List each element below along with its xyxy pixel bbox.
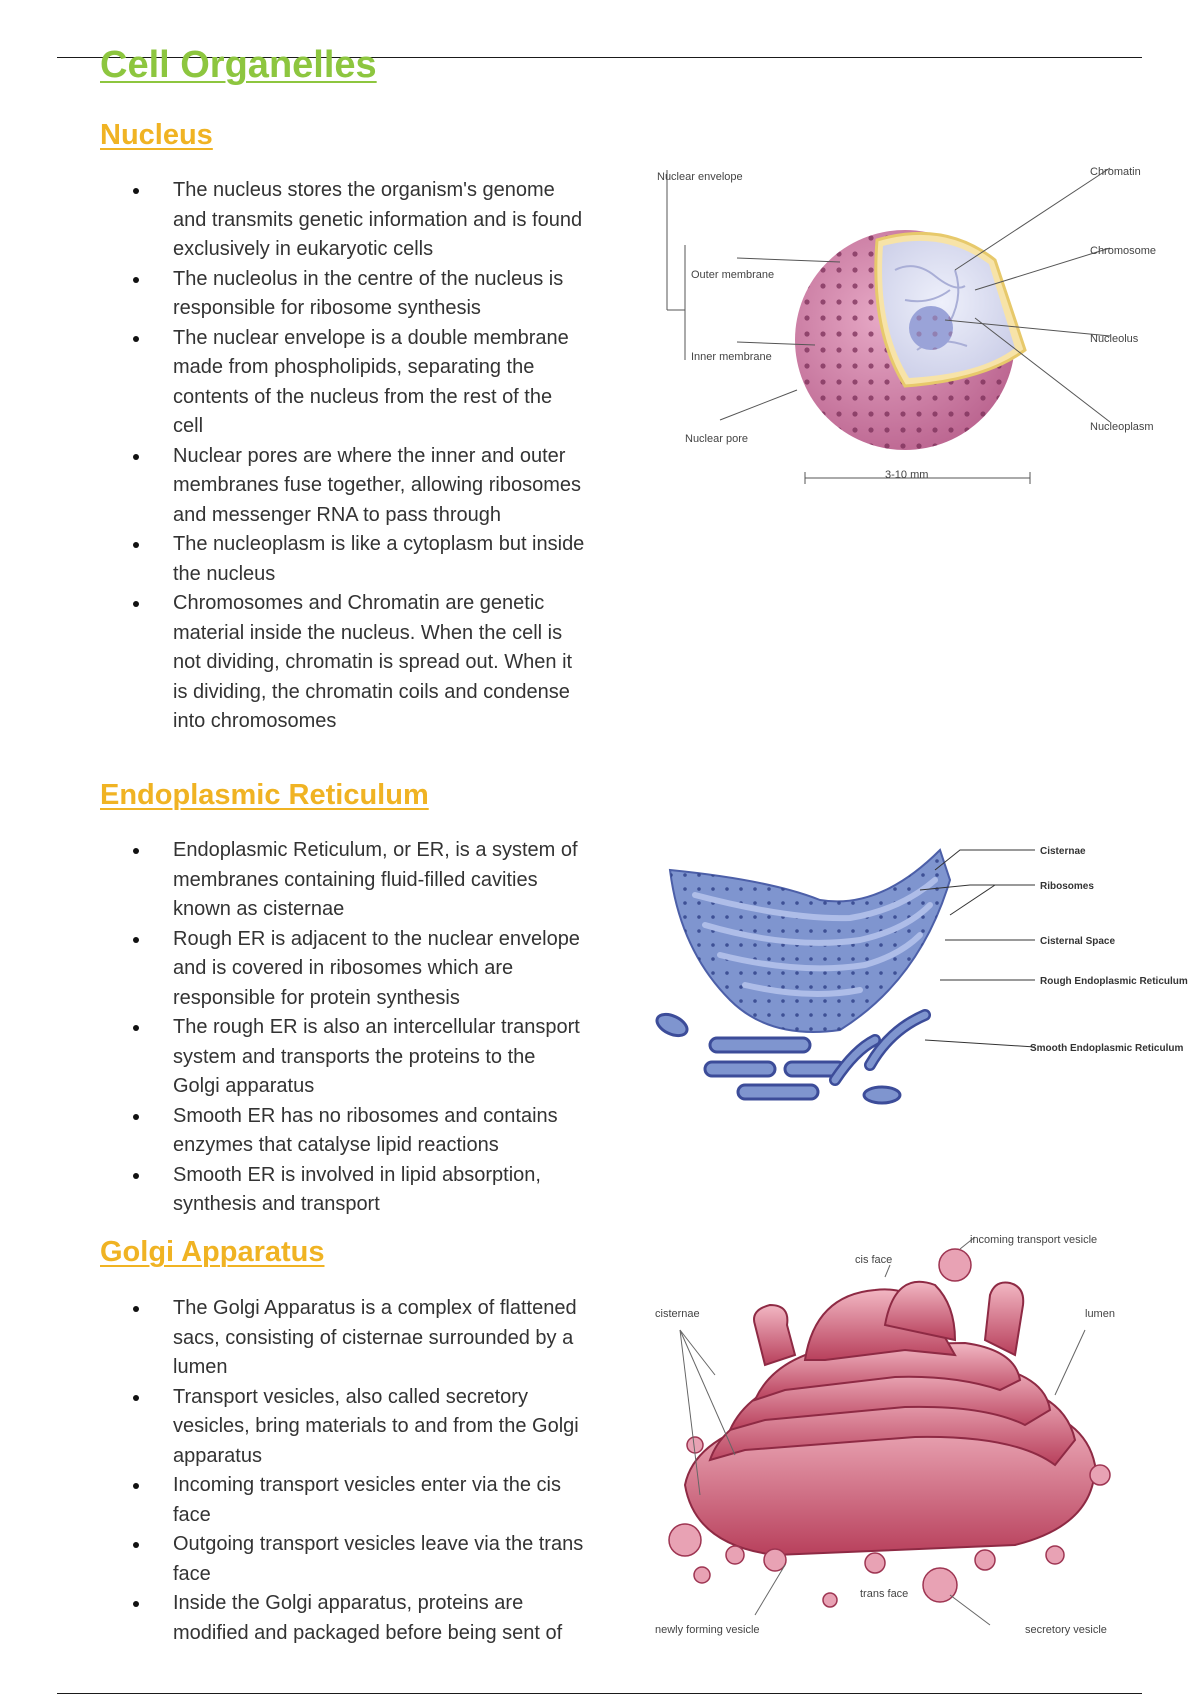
golgi-stack-shape [683, 1280, 1097, 1557]
label-secretory-vesicle: secretory vesicle [1025, 1624, 1107, 1636]
label-inner-membrane: Inner membrane [691, 351, 772, 363]
label-cisternae: cisternae [655, 1308, 700, 1320]
label-smooth-er: Smooth Endoplasmic Reticulum [1030, 1043, 1183, 1054]
list-item: Chromosomes and Chromatin are genetic ma… [130, 589, 585, 737]
list-item: Incoming transport vesicles enter via th… [130, 1471, 585, 1530]
endoplasmic-reticulum-diagram: Cisternae Ribosomes Cisternal Space Roug… [655, 846, 1188, 1105]
label-outer-membrane: Outer membrane [691, 269, 774, 281]
label-scale: 3-10 mm [885, 469, 928, 481]
list-item: Rough ER is adjacent to the nuclear enve… [130, 925, 585, 1014]
list-item: The rough ER is also an intercellular tr… [130, 1013, 585, 1102]
er-bullet-list: Endoplasmic Reticulum, or ER, is a syste… [130, 836, 585, 1220]
label-chromosome: Chromosome [1090, 245, 1156, 257]
label-nuclear-envelope: Nuclear envelope [657, 171, 743, 183]
label-ribosomes: Ribosomes [1040, 881, 1094, 892]
section-heading-nucleus: Nucleus [100, 119, 213, 151]
list-item: Nuclear pores are where the inner and ou… [130, 442, 585, 531]
nucleus-diagram: Nuclear envelope Outer membrane Inner me… [657, 166, 1156, 484]
label-incoming-transport-vesicle: incoming transport vesicle [970, 1234, 1097, 1246]
label-nuclear-pore: Nuclear pore [685, 433, 748, 445]
golgi-bullet-list: The Golgi Apparatus is a complex of flat… [130, 1294, 585, 1648]
label-newly-forming-vesicle: newly forming vesicle [655, 1624, 760, 1636]
list-item: The nucleolus in the centre of the nucle… [130, 265, 585, 324]
page-title: Cell Organelles [100, 44, 377, 86]
label-rough-er: Rough Endoplasmic Reticulum [1040, 976, 1188, 987]
top-rule [57, 57, 1142, 58]
list-item: Smooth ER is involved in lipid absorptio… [130, 1161, 585, 1220]
list-item: The nucleus stores the organism's genome… [130, 176, 585, 265]
nucleus-sphere [795, 230, 1027, 450]
golgi-apparatus-diagram: incoming transport vesicle cis face cist… [655, 1234, 1115, 1636]
label-cisternae: Cisternae [1040, 846, 1086, 857]
rough-er-shape [668, 848, 952, 1033]
label-nucleoplasm: Nucleoplasm [1090, 421, 1154, 433]
section-heading-endoplasmic-reticulum: Endoplasmic Reticulum [100, 779, 429, 811]
label-lumen: lumen [1085, 1308, 1115, 1320]
smooth-er-shape [655, 1009, 931, 1105]
nucleus-leader-lines [666, 167, 1111, 484]
golgi-vesicles [668, 1248, 1111, 1608]
label-chromatin: Chromatin [1090, 166, 1141, 178]
list-item: The nuclear envelope is a double membran… [130, 324, 585, 442]
label-cis-face: cis face [855, 1254, 892, 1266]
list-item: The nucleoplasm is like a cytoplasm but … [130, 530, 585, 589]
label-cisternal-space: Cisternal Space [1040, 936, 1115, 947]
list-item: Endoplasmic Reticulum, or ER, is a syste… [130, 836, 585, 925]
list-item: Inside the Golgi apparatus, proteins are… [130, 1589, 585, 1648]
nucleus-bullet-list: The nucleus stores the organism's genome… [130, 176, 585, 737]
list-item: Transport vesicles, also called secretor… [130, 1383, 585, 1472]
list-item: The Golgi Apparatus is a complex of flat… [130, 1294, 585, 1383]
bottom-rule [57, 1693, 1142, 1694]
label-nucleolus: Nucleolus [1090, 333, 1139, 345]
label-trans-face: trans face [860, 1588, 908, 1600]
er-leader-lines [919, 849, 1036, 1048]
list-item: Smooth ER has no ribosomes and contains … [130, 1102, 585, 1161]
section-heading-golgi-apparatus: Golgi Apparatus [100, 1236, 325, 1268]
list-item: Outgoing transport vesicles leave via th… [130, 1530, 585, 1589]
golgi-leader-lines [679, 1236, 1086, 1626]
